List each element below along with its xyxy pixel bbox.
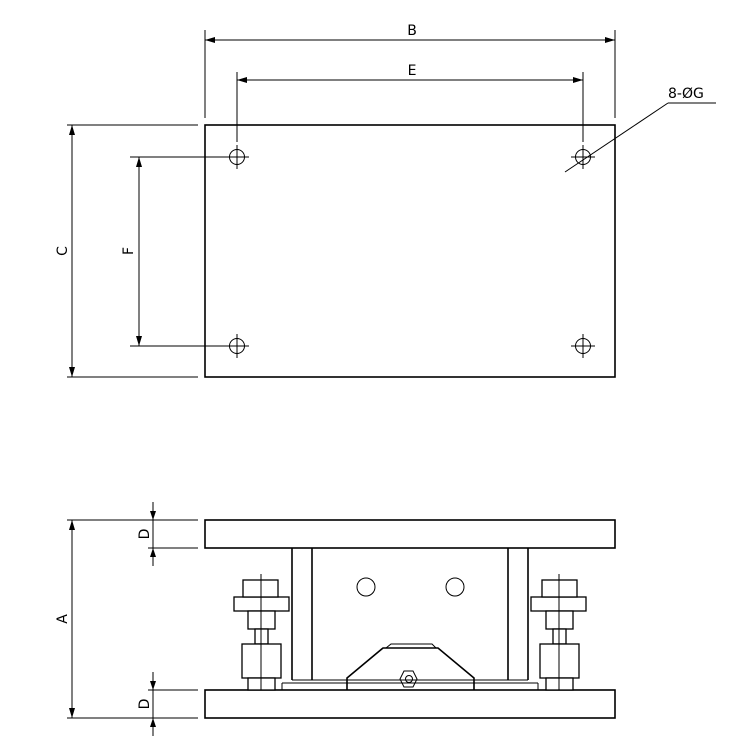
dimension-d-bottom: D bbox=[137, 672, 198, 736]
bottom-plate-front bbox=[204, 689, 616, 719]
bolt-hole-right bbox=[445, 577, 465, 597]
hole-note: 8-ØG bbox=[668, 86, 704, 102]
dimension-f: F bbox=[121, 156, 226, 347]
dimension-c: C bbox=[55, 124, 198, 378]
center-nut-icon bbox=[399, 670, 418, 688]
dim-label-a: A bbox=[55, 614, 71, 624]
dimension-a: A bbox=[55, 519, 198, 719]
top-view: B E C F bbox=[55, 23, 716, 378]
center-block bbox=[281, 548, 539, 690]
top-plate bbox=[204, 124, 616, 378]
dim-label-d-top: D bbox=[137, 529, 153, 540]
hole-leader: 8-ØG bbox=[564, 86, 716, 173]
base-bracket bbox=[346, 643, 475, 690]
hole-top-right bbox=[571, 145, 595, 169]
dim-label-e: E bbox=[408, 63, 417, 79]
top-plate-front bbox=[204, 519, 616, 549]
hole-bottom-left bbox=[225, 334, 249, 358]
right-bolt-assembly bbox=[530, 574, 587, 691]
dim-label-d-bottom: D bbox=[137, 699, 153, 710]
hole-bottom-right bbox=[571, 334, 595, 358]
dimension-d-top: D bbox=[137, 502, 198, 566]
bolt-hole-left bbox=[356, 577, 376, 597]
dimension-e: E bbox=[236, 63, 584, 142]
dim-label-f: F bbox=[121, 247, 137, 255]
front-view: A D D bbox=[55, 502, 616, 736]
dim-label-b: B bbox=[407, 23, 417, 39]
hole-top-left bbox=[225, 145, 249, 169]
left-bolt-assembly bbox=[233, 574, 290, 691]
dimension-b: B bbox=[204, 23, 616, 118]
dim-label-c: C bbox=[55, 246, 71, 256]
